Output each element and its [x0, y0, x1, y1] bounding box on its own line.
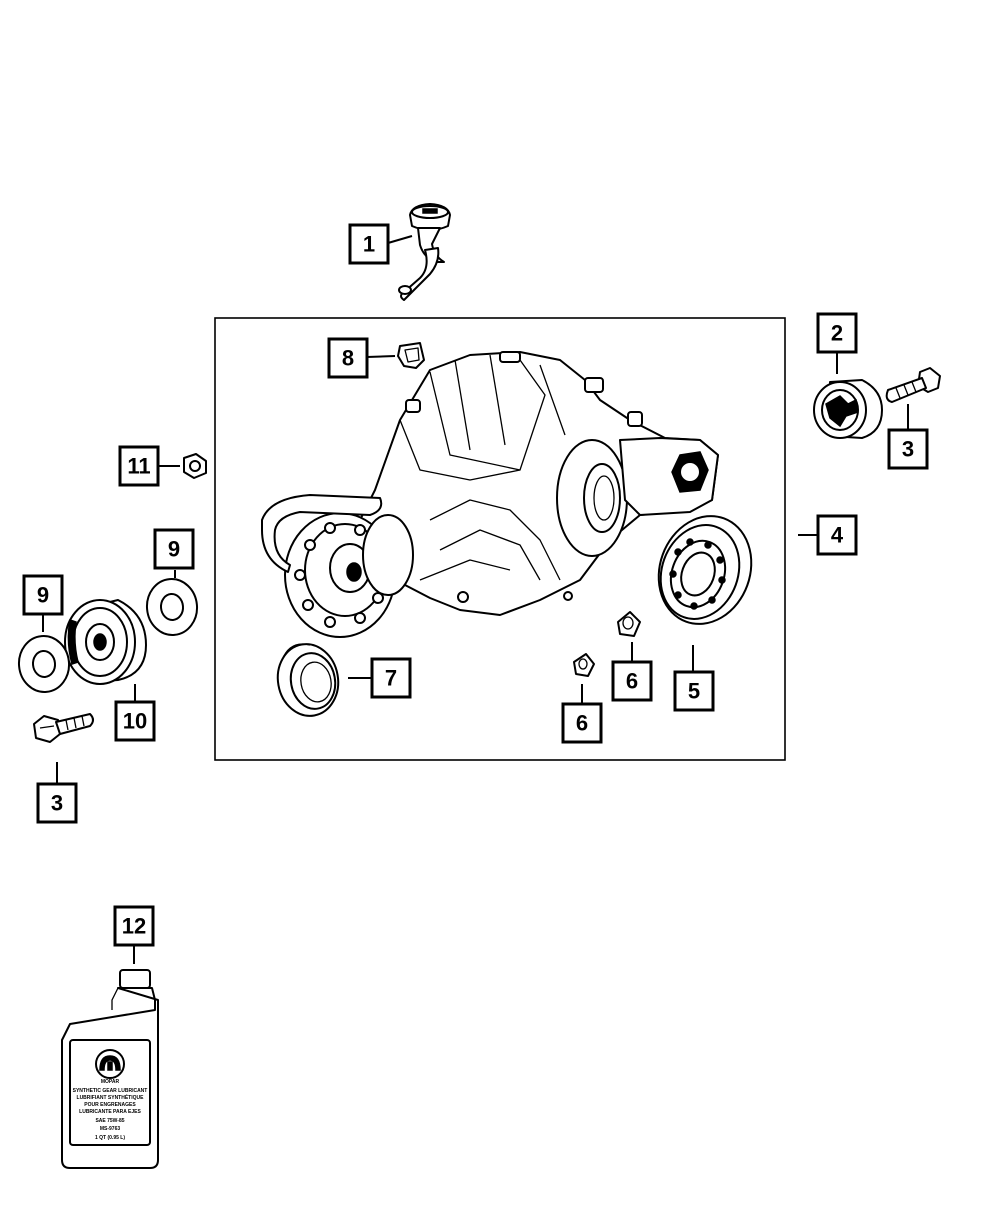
callout-4-label: 4 [831, 523, 844, 548]
callout-6-lower-label: 6 [576, 711, 588, 736]
bolt-part-3-right[interactable] [885, 367, 941, 403]
callout-9-right-label: 9 [168, 537, 180, 562]
bearing-balls [669, 538, 726, 610]
bottle-line7-text: 1 QT (0.95 L) [95, 1135, 125, 1141]
bolt-part-3-left[interactable] [33, 713, 94, 743]
mopar-logo-icon [95, 1049, 125, 1079]
callout-5[interactable]: 5 [673, 670, 715, 712]
gear-oil-bottle-part[interactable]: MOPAR SYNTHETIC GEAR LUBRICANT LUBRIFIAN… [61, 969, 159, 1169]
plug-part-6b[interactable] [573, 653, 595, 677]
leader-lines [42, 235, 909, 964]
callout-8[interactable]: 8 [327, 337, 369, 379]
callout-10[interactable]: 10 [114, 700, 156, 742]
callout-12-label: 12 [122, 914, 146, 939]
callout-6-upper[interactable]: 6 [611, 660, 653, 702]
assembly-frame [214, 317, 786, 761]
callout-12[interactable]: 12 [113, 905, 155, 947]
plug-part-6a[interactable] [617, 611, 641, 637]
callout-3-right[interactable]: 3 [887, 428, 929, 470]
callout-6-upper-label: 6 [626, 669, 638, 694]
vent-hose-part[interactable] [398, 203, 451, 301]
front-bushing-part[interactable] [64, 599, 147, 685]
bottle-brand-text: MOPAR [101, 1079, 120, 1085]
callout-6-lower[interactable]: 6 [561, 702, 603, 744]
callout-4[interactable]: 4 [816, 514, 858, 556]
callout-1-label: 1 [363, 232, 375, 257]
nut-part-11[interactable] [183, 453, 207, 479]
callout-8-label: 8 [342, 346, 354, 371]
washer-part-9b[interactable] [145, 577, 200, 637]
callout-3-left-label: 3 [51, 791, 63, 816]
washer-part-9a[interactable] [17, 634, 72, 694]
bottle-line1-text: SYNTHETIC GEAR LUBRICANT [73, 1088, 148, 1094]
callout-9-left[interactable]: 9 [22, 574, 64, 616]
clip-part[interactable] [397, 342, 425, 369]
callout-2[interactable]: 2 [816, 312, 858, 354]
axle-bearing-part[interactable] [644, 503, 766, 637]
callout-11[interactable]: 11 [118, 445, 160, 487]
callout-3-left[interactable]: 3 [36, 782, 78, 824]
differential-carrier-housing[interactable] [261, 351, 719, 638]
bottle-line6-text: MS-9763 [100, 1126, 121, 1132]
rear-bushing-part[interactable] [813, 379, 883, 439]
callout-9-right[interactable]: 9 [153, 528, 195, 570]
bottle-line4-text: LUBRICANTE PARA EJES [79, 1109, 141, 1115]
callout-3-right-label: 3 [902, 437, 914, 462]
callout-10-label: 10 [123, 709, 147, 734]
bottle-line2-text: LUBRIFIANT SYNTHÉTIQUE [77, 1093, 145, 1101]
callout-7-label: 7 [385, 666, 397, 691]
bottle-line5-text: SAE 75W-85 [95, 1118, 124, 1124]
callout-1[interactable]: 1 [348, 223, 390, 265]
pinion-seal-part[interactable] [272, 639, 344, 720]
callout-5-label: 5 [688, 679, 700, 704]
bottle-line3-text: POUR ENGRENAGES [84, 1102, 136, 1108]
callout-9-left-label: 9 [37, 583, 49, 608]
callout-11-label: 11 [127, 454, 150, 479]
callout-7[interactable]: 7 [370, 657, 412, 699]
callout-2-label: 2 [831, 321, 843, 346]
